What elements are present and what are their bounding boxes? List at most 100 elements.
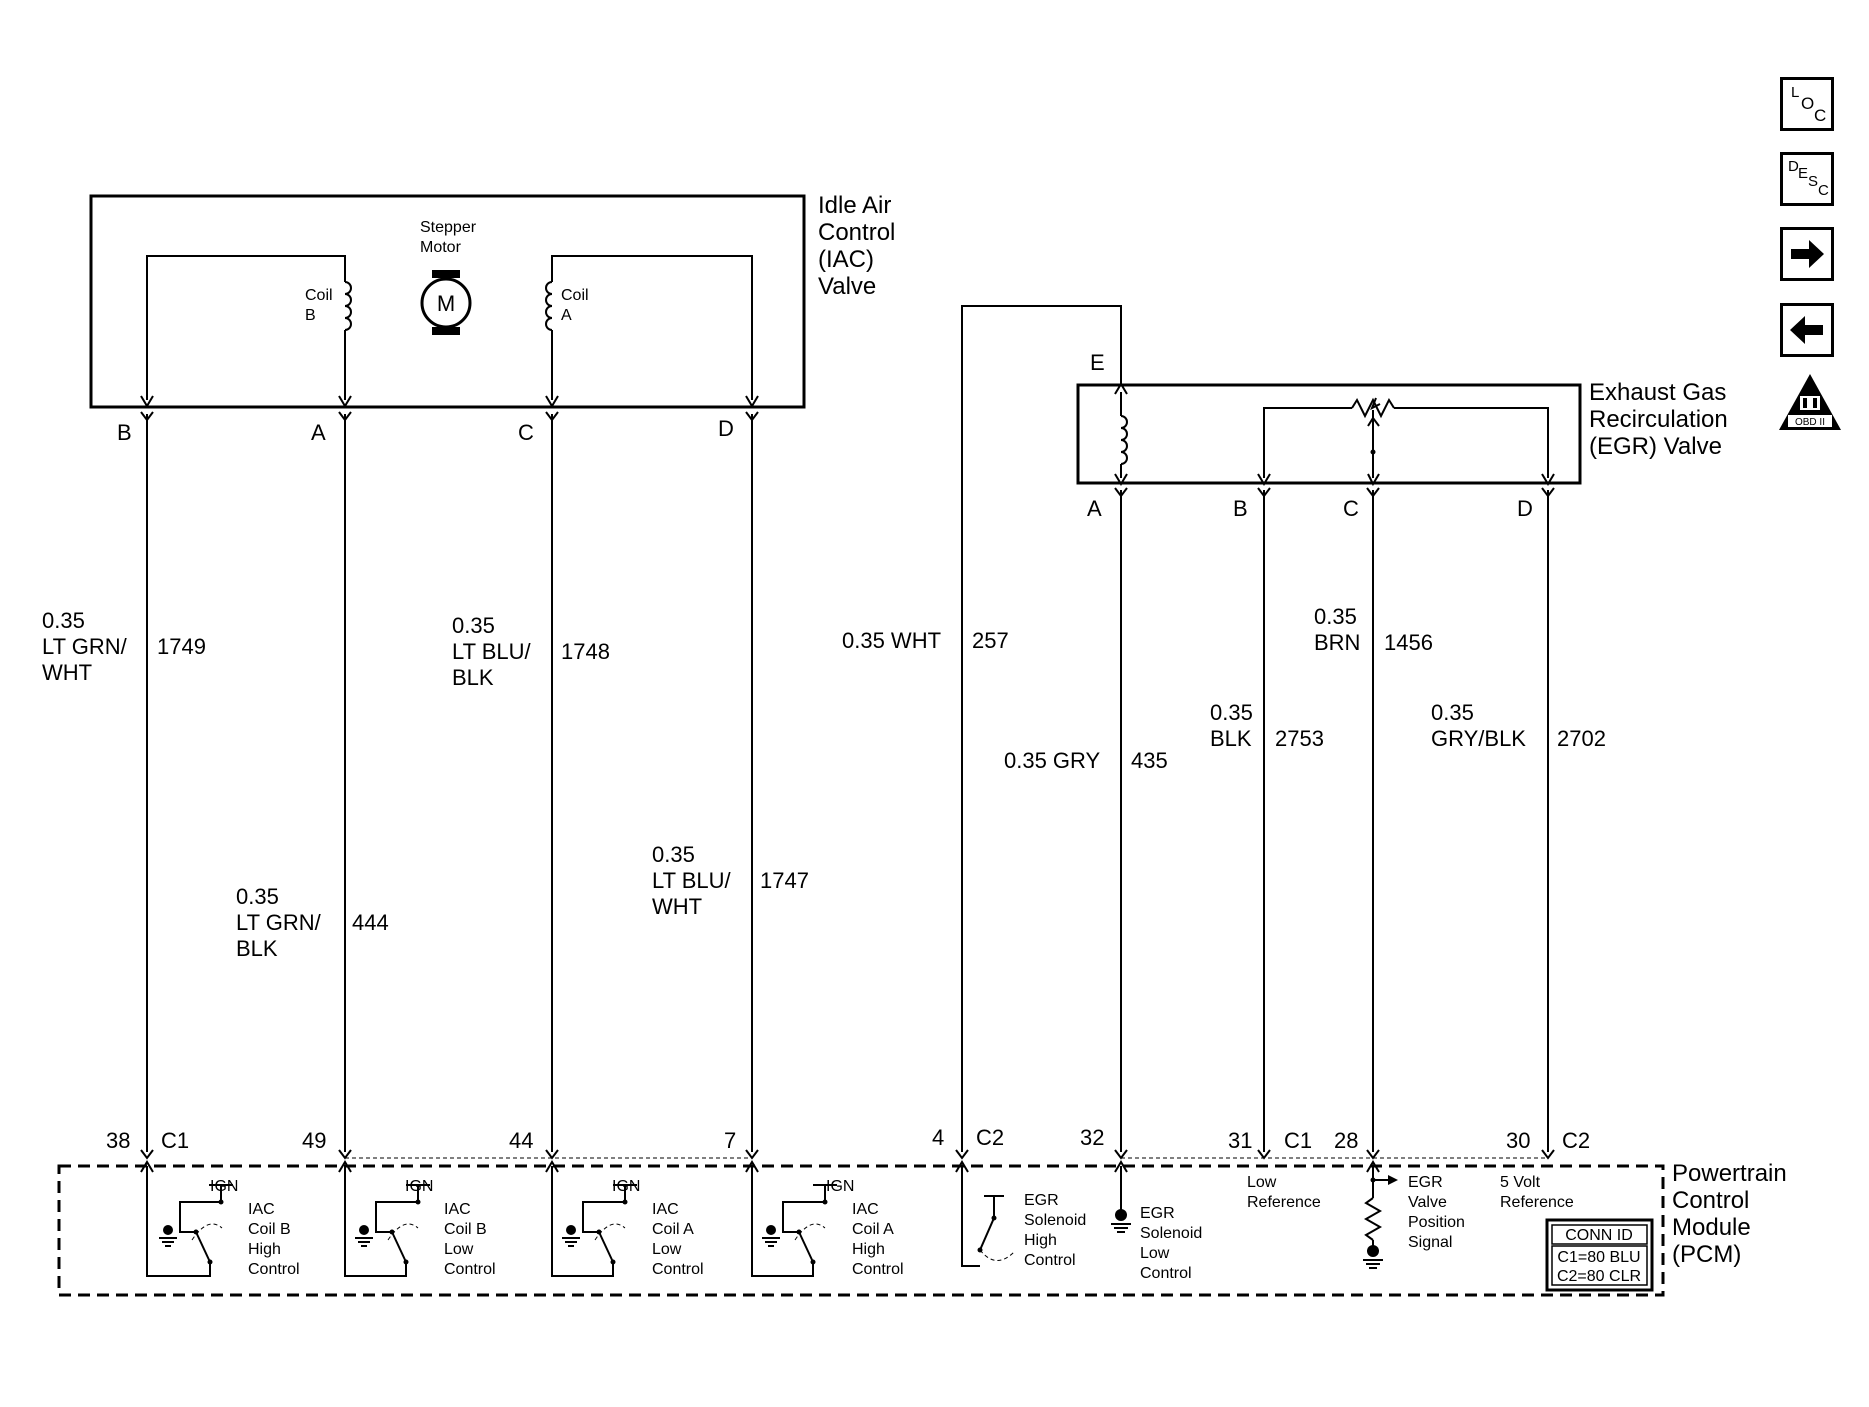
stepper-motor-label: Stepper: [420, 219, 477, 236]
wire-label-257: 0.35 WHT 257: [842, 628, 1009, 653]
svg-text:(PCM): (PCM): [1672, 1241, 1741, 1268]
egr-pin-b: B: [1233, 496, 1248, 521]
svg-text:OBD II: OBD II: [1795, 417, 1825, 428]
wire-runs: [146, 305, 1549, 1152]
obd-ii-icon: OBD II: [1779, 374, 1841, 430]
svg-text:Exhaust Gas: Exhaust Gas: [1589, 379, 1726, 406]
svg-text:Reference: Reference: [1500, 1194, 1574, 1211]
potentiometer-icon: [1351, 397, 1395, 419]
svg-text:Solenoid: Solenoid: [1140, 1225, 1202, 1242]
pcm-driver-iac-coil-a-high: IGN IAC Coil A High Control: [745, 1160, 904, 1278]
svg-text:B: B: [305, 307, 316, 324]
svg-text:Reference: Reference: [1247, 1194, 1321, 1211]
svg-text:32: 32: [1080, 1125, 1104, 1150]
pcm-driver-iac-coil-a-low: IGN IAC Coil A Low Control: [545, 1160, 704, 1278]
wire-label-1456: 0.35 BRN 1456: [1314, 604, 1433, 655]
svg-text:Low: Low: [1140, 1245, 1170, 1262]
svg-text:Control: Control: [248, 1261, 300, 1278]
svg-text:(EGR) Valve: (EGR) Valve: [1589, 433, 1722, 460]
egr-pin-e: E: [1090, 350, 1105, 375]
svg-text:Signal: Signal: [1408, 1234, 1452, 1251]
coil-b-label: Coil: [305, 287, 333, 304]
iac-pin-c: C: [518, 420, 534, 445]
svg-text:EGR: EGR: [1140, 1205, 1175, 1222]
svg-text:444: 444: [352, 910, 389, 935]
svg-text:High: High: [248, 1241, 281, 1258]
svg-text:Control: Control: [444, 1261, 496, 1278]
svg-text:C1: C1: [1284, 1128, 1312, 1153]
svg-text:0.35: 0.35: [42, 608, 85, 633]
svg-text:28: 28: [1334, 1128, 1358, 1153]
coil-a-label: Coil: [561, 287, 589, 304]
coil-a-icon: [545, 281, 553, 331]
next-page-button[interactable]: [1780, 227, 1834, 281]
wire-label-435: 0.35 GRY 435: [1004, 748, 1168, 773]
svg-text:1456: 1456: [1384, 630, 1433, 655]
svg-text:IGN: IGN: [826, 1178, 854, 1195]
svg-text:Module: Module: [1672, 1214, 1751, 1241]
svg-text:Control: Control: [1024, 1252, 1076, 1269]
svg-text:2702: 2702: [1557, 726, 1606, 751]
svg-text:LT BLU/: LT BLU/: [452, 639, 532, 664]
svg-text:A: A: [561, 307, 572, 324]
svg-text:C2=80 CLR: C2=80 CLR: [1557, 1268, 1641, 1285]
svg-text:Control: Control: [818, 219, 895, 246]
svg-text:Low: Low: [444, 1241, 474, 1258]
location-button[interactable]: L O C: [1780, 77, 1834, 131]
svg-text:Motor: Motor: [420, 239, 462, 256]
svg-text:0.35 GRY: 0.35 GRY: [1004, 748, 1101, 773]
svg-text:IAC: IAC: [444, 1201, 471, 1218]
pcm-title: Powertrain Control Module (PCM): [1672, 1160, 1787, 1268]
wire-label-2753: 0.35 BLK 2753: [1210, 700, 1324, 751]
stepper-motor-icon: M: [420, 270, 472, 335]
svg-text:WHT: WHT: [652, 894, 702, 919]
svg-text:Position: Position: [1408, 1214, 1465, 1231]
svg-text:IGN: IGN: [612, 1178, 640, 1195]
svg-text:31: 31: [1228, 1128, 1252, 1153]
svg-text:IGN: IGN: [210, 1178, 238, 1195]
pcm-egr-solenoid-low-control: EGR Solenoid Low Control: [1111, 1160, 1202, 1282]
svg-text:Powertrain: Powertrain: [1672, 1160, 1787, 1187]
svg-text:Control: Control: [652, 1261, 704, 1278]
description-button[interactable]: D E S C: [1780, 152, 1834, 206]
svg-text:30: 30: [1506, 1128, 1530, 1153]
egr-pin-a: A: [1087, 496, 1102, 521]
connector-marks: [140, 411, 1555, 1160]
svg-text:(IAC): (IAC): [818, 246, 874, 273]
svg-text:EGR: EGR: [1024, 1192, 1059, 1209]
svg-text:Valve: Valve: [1408, 1194, 1447, 1211]
svg-text:BLK: BLK: [236, 936, 278, 961]
svg-text:Coil B: Coil B: [248, 1221, 291, 1238]
egr-valve-box: [1076, 383, 1582, 485]
svg-text:1749: 1749: [157, 634, 206, 659]
svg-text:WHT: WHT: [42, 660, 92, 685]
svg-text:4: 4: [932, 1125, 944, 1150]
previous-page-button[interactable]: [1780, 303, 1834, 357]
egr-pin-d: D: [1517, 496, 1533, 521]
svg-text:IGN: IGN: [405, 1178, 433, 1195]
svg-text:C1=80 BLU: C1=80 BLU: [1557, 1249, 1640, 1266]
svg-text:M: M: [437, 291, 455, 316]
svg-text:C1: C1: [161, 1128, 189, 1153]
egr-pin-c: C: [1343, 496, 1359, 521]
svg-text:CONN ID: CONN ID: [1565, 1227, 1633, 1244]
egr-solenoid-coil-icon: [1120, 415, 1128, 465]
svg-text:7: 7: [724, 1128, 736, 1153]
svg-text:GRY/BLK: GRY/BLK: [1431, 726, 1526, 751]
svg-text:Recirculation: Recirculation: [1589, 406, 1728, 433]
svg-text:Coil A: Coil A: [852, 1221, 894, 1238]
svg-text:IAC: IAC: [852, 1201, 879, 1218]
iac-pin-a: A: [311, 420, 326, 445]
coil-b-icon: [344, 281, 352, 331]
svg-text:High: High: [852, 1241, 885, 1258]
iac-pin-d: D: [718, 416, 734, 441]
svg-text:0.35: 0.35: [452, 613, 495, 638]
svg-text:C2: C2: [976, 1125, 1004, 1150]
svg-text:1748: 1748: [561, 639, 610, 664]
wire-label-1747: 0.35 LT BLU/ WHT 1747: [652, 842, 809, 919]
wire-label-1748: 0.35 LT BLU/ BLK 1748: [452, 613, 610, 690]
svg-text:Coil A: Coil A: [652, 1221, 694, 1238]
svg-text:Solenoid: Solenoid: [1024, 1212, 1086, 1229]
svg-text:BRN: BRN: [1314, 630, 1360, 655]
svg-text:Control: Control: [852, 1261, 904, 1278]
